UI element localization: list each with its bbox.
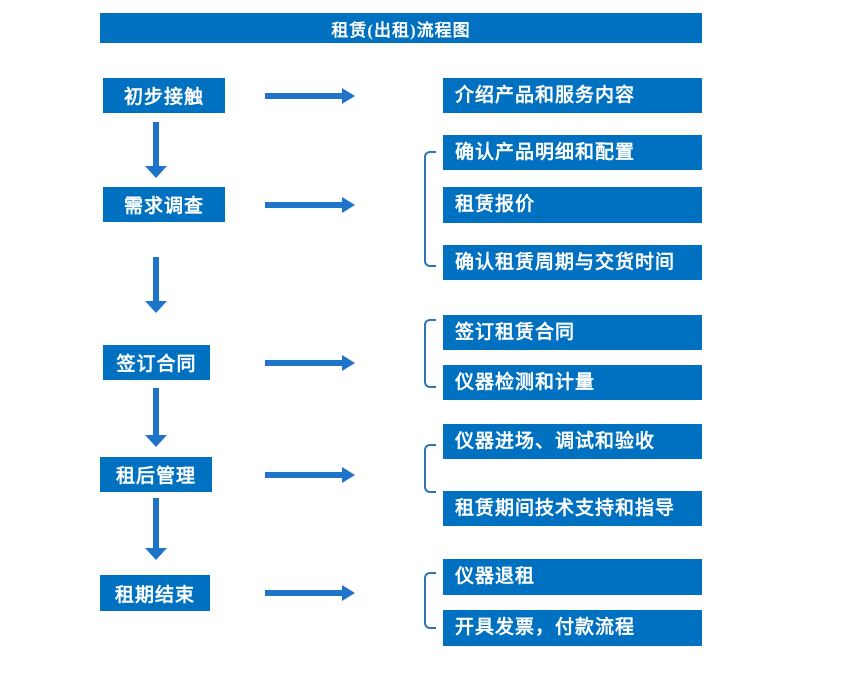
page-title: 租赁(出租)流程图: [331, 20, 471, 40]
arrow-head: [145, 435, 167, 447]
arrow-right-icon: [265, 197, 355, 213]
detail-box-confirm-product-config: 确认产品明细和配置: [443, 135, 702, 170]
arrow-head: [342, 88, 355, 104]
arrow-shaft: [153, 257, 159, 301]
arrow-right-icon: [265, 355, 355, 371]
bracket-shape: [424, 151, 436, 267]
bracket-shape: [424, 444, 436, 493]
arrow-down-icon: [145, 388, 167, 447]
arrow-shaft: [265, 360, 343, 366]
flow-step-initial-contact: 初步接触: [103, 78, 225, 113]
arrow-shaft: [265, 202, 343, 208]
arrow-head: [342, 467, 355, 483]
arrow-shaft: [265, 93, 343, 99]
detail-box-instrument-setup: 仪器进场、调试和验收: [443, 424, 702, 459]
arrow-shaft: [265, 472, 343, 478]
arrow-head: [145, 166, 167, 178]
flow-step-sign-contract: 签订合同: [103, 345, 210, 380]
detail-box-technical-support: 租赁期间技术支持和指导: [443, 491, 702, 526]
arrow-shaft: [153, 122, 159, 166]
bracket-shape: [424, 572, 436, 629]
detail-box-rental-quote: 租赁报价: [443, 187, 702, 223]
arrow-head: [342, 355, 355, 371]
detail-box-instrument-testing: 仪器检测和计量: [443, 365, 702, 400]
arrow-shaft: [265, 590, 343, 596]
title-bar: 租赁(出租)流程图: [100, 13, 702, 43]
flow-step-lease-end: 租期结束: [100, 575, 210, 611]
arrow-head: [342, 197, 355, 213]
arrow-head: [145, 301, 167, 313]
arrow-right-icon: [265, 88, 355, 104]
detail-box-sign-rental-contract: 签订租赁合同: [443, 315, 702, 350]
bracket-shape: [424, 319, 436, 388]
arrow-shaft: [153, 498, 159, 548]
arrow-down-icon: [145, 122, 167, 178]
arrow-shaft: [153, 388, 159, 435]
detail-box-invoice-payment: 开具发票，付款流程: [443, 610, 702, 646]
arrow-right-icon: [265, 467, 355, 483]
flow-step-demand-survey: 需求调查: [103, 187, 225, 222]
detail-box-introduce-products: 介绍产品和服务内容: [443, 78, 702, 113]
arrow-down-icon: [145, 257, 167, 313]
detail-box-instrument-return: 仪器退租: [443, 559, 702, 595]
arrow-right-icon: [265, 585, 355, 601]
arrow-down-icon: [145, 498, 167, 560]
flow-step-post-rental-management: 租后管理: [100, 457, 212, 492]
arrow-head: [342, 585, 355, 601]
detail-box-confirm-period-delivery: 确认租赁周期与交货时间: [443, 245, 702, 280]
arrow-head: [145, 548, 167, 560]
